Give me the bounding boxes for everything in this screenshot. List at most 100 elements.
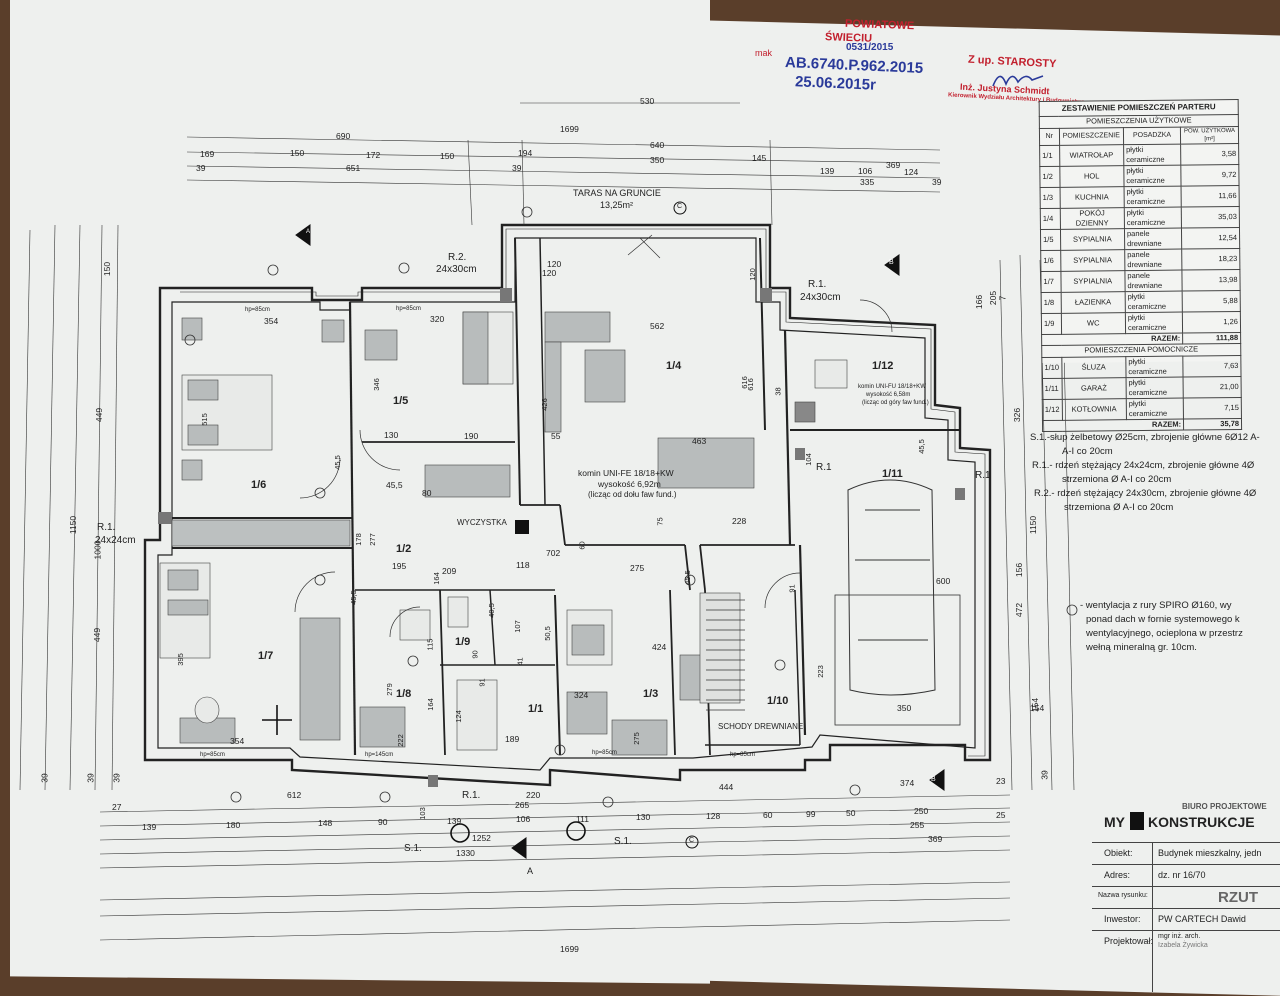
dimension-interior-label: 55 xyxy=(551,431,561,441)
schedule-usable-cell: WC xyxy=(1060,312,1126,334)
dimension-top-label: 145 xyxy=(752,153,767,163)
dimension-interior-label: 222 xyxy=(395,734,405,747)
dimension-bottom-label: 99 xyxy=(806,809,816,819)
dimension-interior-label: 562 xyxy=(650,321,665,331)
dimension-left-label: 1150 xyxy=(68,515,79,535)
schedule-usable-cell: SYPIALNIA xyxy=(1060,270,1126,292)
dimension-top-label: 350 xyxy=(650,155,665,165)
dimension-bottom-label: 180 xyxy=(226,820,241,830)
beam-r2-label: R.2. xyxy=(448,252,467,263)
sill-height-2: hp=85cm xyxy=(396,306,421,312)
schedule-aux-total: 35,78 xyxy=(1183,417,1242,431)
dimension-bottom-label: 1699 xyxy=(560,944,579,954)
schedule-aux-cell: 7,63 xyxy=(1182,354,1242,377)
axis-letter-b-bottom: B xyxy=(931,776,936,783)
schedule-usable-cell: 1/7 xyxy=(1040,270,1061,293)
stairs-label: SCHODY DREWNIANE xyxy=(718,722,804,731)
note-r2-line1: R.2.- rdzeń stężający 24x30cm, zbrojenie… xyxy=(1034,488,1257,499)
dimension-bottom-label: 25 xyxy=(996,810,1006,820)
room-label: 1/11 xyxy=(882,468,903,480)
room-label: 1/2 xyxy=(396,543,412,555)
dimension-interior-label: 120 xyxy=(542,268,557,278)
axis-letter-c-top: C xyxy=(677,203,683,210)
schedule-usable-cell: płytki ceramiczne xyxy=(1125,290,1183,313)
schedule-usable-cell: WIATROŁAP xyxy=(1059,144,1124,166)
dimension-top-label: 124 xyxy=(904,167,919,177)
dimension-right-label: 7 xyxy=(997,295,1008,301)
chimney-height: wysokość 6,92m xyxy=(598,479,661,489)
schedule-usable-total: 111,88 xyxy=(1182,331,1241,345)
cleanout-label: WYCZYSTKA xyxy=(457,518,507,527)
dimension-left-label: 39 xyxy=(39,773,50,783)
column-s1-left: S.1. xyxy=(404,843,422,854)
dimension-interior-label: 130 xyxy=(384,430,399,440)
dimension-interior-label: 324 xyxy=(574,690,589,700)
schedule-usable-cell: POKÓJ DZIENNY xyxy=(1059,207,1125,229)
dimension-interior-label: 277 xyxy=(367,533,377,546)
sill-height-5: hp=85cm xyxy=(592,750,617,756)
dimension-interior-label: 346 xyxy=(371,378,381,391)
axis-letter-c-bottom: C xyxy=(689,837,695,844)
room-label: 1/12 xyxy=(872,360,894,372)
drawing-label: Nazwa rysunku: xyxy=(1098,892,1148,899)
schedule-usable-cell: 1,26 xyxy=(1182,310,1241,333)
schedule-usable-cell: 5,88 xyxy=(1182,289,1241,312)
dimension-bottom-label: 250 xyxy=(914,806,929,816)
schedule-usable-cell: 1/4 xyxy=(1040,207,1061,230)
beam-r1-left-size: 24x24cm xyxy=(95,535,136,546)
dimension-interior-label: 91 xyxy=(477,678,487,687)
dimension-right-label: 1150 xyxy=(1028,515,1039,535)
schedule-usable-cell: 35,03 xyxy=(1181,205,1240,228)
dimension-interior-label: 50,5 xyxy=(542,626,552,641)
dimension-right-label: 326 xyxy=(1012,407,1023,423)
dimension-interior-label: 275 xyxy=(631,732,641,745)
schedule-usable-cell: płytki ceramiczne xyxy=(1123,143,1181,166)
dimension-top-label: 194 xyxy=(518,148,533,158)
dimension-interior-label: 80 xyxy=(422,488,432,498)
room-label: 1/9 xyxy=(455,636,471,648)
dimension-bottom-label: 612 xyxy=(287,790,302,800)
axis-letter-a-bottom: A xyxy=(527,866,534,876)
dimension-interior-label: 45,5 xyxy=(916,439,926,454)
terrace-label: TARAS NA GRUNCIE xyxy=(573,188,661,198)
dimension-interior-label: 91 xyxy=(787,584,797,593)
note-s1-line1: S.1.-słup żelbetowy Ø25cm, zbrojenie głó… xyxy=(1030,432,1260,443)
cross-markers xyxy=(262,705,292,735)
dimension-interior-label: 350 xyxy=(897,703,912,713)
dimension-interior-label: 120 xyxy=(547,259,562,269)
dimension-top-label: 150 xyxy=(290,148,305,158)
dimension-top-label: 651 xyxy=(346,163,361,173)
room-label: 1/10 xyxy=(767,695,789,707)
beam-r1-size: 24x30cm xyxy=(800,292,841,303)
drawing-sheet: POWIATOWE ŚWIECIU mak 0531/2015 AB.6740.… xyxy=(10,0,1280,996)
dimension-interior-label: 107 xyxy=(512,620,522,633)
note-r1-line2: strzemiona Ø A-I co 20cm xyxy=(1062,474,1172,485)
dimension-left-label: 449 xyxy=(92,627,103,643)
dimension-interior-label: 178 xyxy=(353,533,363,546)
designer-name: Izabela Żywicka xyxy=(1158,942,1208,949)
dimension-right-label: 156 xyxy=(1014,562,1025,578)
address-value: dz. nr 16/70 xyxy=(1158,870,1206,880)
floor-plan xyxy=(19,102,1078,941)
terrace-area: 13,25m² xyxy=(600,200,634,210)
dimension-top-label: 39 xyxy=(196,163,206,173)
dimension-interior-label: 515 xyxy=(199,413,209,426)
stamp-prefix: mak xyxy=(755,48,773,58)
signature-mark xyxy=(992,75,1044,87)
dimension-interior-label: 40,5 xyxy=(486,603,496,618)
dimension-interior-label: 320 xyxy=(430,314,445,324)
logo-my: MY xyxy=(1104,814,1125,830)
furniture xyxy=(159,311,848,756)
schedule-usable-cell: 1/1 xyxy=(1039,144,1060,167)
dimension-interior-label: 164 xyxy=(425,698,435,711)
logo-k-icon xyxy=(1130,812,1144,830)
dimension-interior-label: 228 xyxy=(732,516,747,526)
dimension-bottom-label: 139 xyxy=(447,816,462,826)
titleblock-row-investor: Inwestor:PW CARTECH Dawid xyxy=(1092,908,1280,931)
logo-konstrukcje: KONSTRUKCJE xyxy=(1148,814,1255,830)
dimension-interior-label: 354 xyxy=(264,316,279,326)
